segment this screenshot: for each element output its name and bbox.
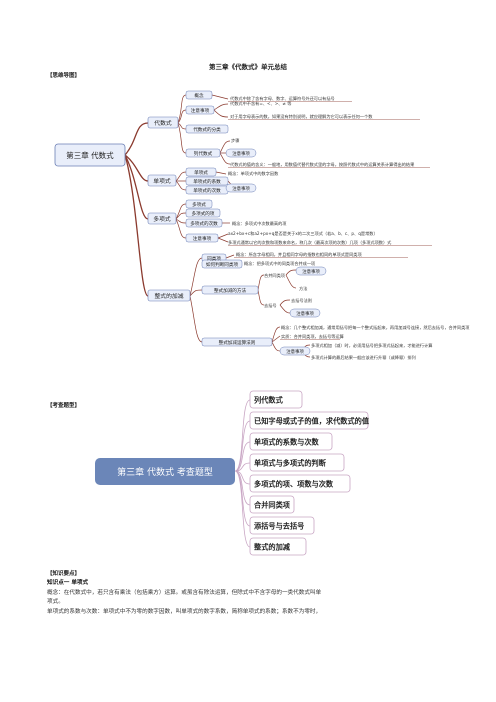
branch-polynomial: 多项式 [153, 215, 171, 223]
leaf-underlines [228, 101, 432, 340]
node-monomial-coefficient: 单项式的系数 [193, 178, 221, 185]
similar-concept: 概念：所含字母相同，并且相同字母的指数也相同的单项式是同类项 [236, 251, 362, 258]
question-type-item: 单项式的系数与次数 [254, 438, 320, 447]
knowledge-line-2: 项式。 [47, 599, 64, 605]
question-type-box [249, 432, 333, 451]
questions-section-label: 【考查题型】 [47, 403, 81, 409]
question-type-box [249, 537, 307, 556]
node-rules: 整式加减运算法则 [219, 339, 256, 346]
write-notes-pill: 注意事项 [232, 150, 250, 157]
node-similar-terms: 同类项 [207, 255, 221, 262]
node-classify: 代数式的分类 [193, 126, 221, 133]
question-type-box [249, 411, 369, 430]
rules-notes-pill: 注意事项 [286, 348, 304, 355]
polynomial-formula: ax2+bx+c和a2+px+q是否是关于x的二次三项式（若a、b、c、p、q是… [228, 230, 378, 237]
node-notes: 注意事项 [191, 107, 210, 114]
question-type-item: 单项式与多项式的判断 [254, 459, 327, 468]
write-step: 步骤 [231, 137, 239, 144]
method-label: 方法 [299, 285, 307, 292]
knowledge-points: 知识点一 单项式 概念：在代数式中，若只含有乘法（包括乘方）运算。或虽含有除法运… [47, 579, 467, 617]
rules-essence: 实质：合并同类项，去括号等运算 [281, 333, 344, 340]
node-polynomial-notes: 注意事项 [193, 235, 212, 242]
rules-note-2: 多项式计算的最后结果一般应该进行升幂（或降幂）排列 [311, 354, 416, 361]
question-type-item: 合并同类项 [253, 501, 291, 510]
node-polynomial-degree: 多项式的次数 [190, 220, 218, 227]
remove-notes-pill: 注意事项 [296, 310, 314, 317]
node-concept: 概念 [194, 92, 204, 99]
concept-text: 代数式中除了含有字母、数字、运算符号外还可以有括号 [230, 95, 335, 102]
mindmap-root-box [54, 143, 126, 167]
rules-note-1: 多项式相加（减）时，必须用括号把多项式括起来，才能进行计算 [311, 342, 432, 349]
questions-connector [234, 462, 251, 472]
question-type-box [249, 453, 345, 472]
mindmap-root: 第三章 代数式 [66, 150, 114, 160]
question-type-item: 添括号与去括号 [254, 522, 304, 531]
polynomial-naming: 多项式通常以它的次数和项数来命名，称几次（最高次项的次数）几项（多项式项数）式 [228, 239, 392, 246]
questions-root: 第三章 代数式 考查题型 [117, 466, 213, 478]
questions-connector [234, 470, 251, 527]
mindmap-connectors [124, 122, 149, 297]
remove-label: 去括号 [264, 302, 277, 309]
branch-monomial: 单项式 [153, 177, 171, 185]
branch-algebraic-expression: 代数式 [154, 119, 172, 127]
polynomial-degree-concept: 概念：多项式中次数最高的项 [232, 220, 287, 227]
knowledge-line-1: 概念：在代数式中，若只含有乘法（包括乘方）运算。或虽含有除法运算，但除式中不含字… [47, 589, 322, 596]
mindmap-branch-boxes [147, 116, 191, 302]
mindmap-node-boxes [185, 90, 273, 347]
mindmap-subconnectors [175, 94, 311, 358]
question-type-box [249, 474, 351, 493]
knowledge-line-3: 单项式的系数与次数：单项式中不为零的数字因数，叫单项式的数字系数，简称单项式的系… [47, 608, 322, 615]
questions-connectors [234, 399, 251, 548]
merge-notes-pill: 注意事项 [302, 268, 320, 275]
question-type-item: 整式的加减 [253, 543, 291, 552]
monomial-concept: 概念：单项式中的数字因数 [228, 170, 279, 177]
node-monomial-degree: 单项式的次数 [193, 187, 221, 194]
remove-rule: 去括号法则 [291, 297, 312, 304]
question-type-box [249, 390, 303, 409]
rules-concept: 概念：几个整式相加减，通常用括号把每一个整式括起来，再用加减号连接，然后去括号，… [281, 324, 470, 331]
monomial-notes-pill: 注意事项 [232, 185, 250, 192]
mindmap-section-label: 【思维导图】 [47, 73, 81, 79]
question-type-box [249, 516, 315, 535]
questions-connector [234, 441, 251, 472]
notes-pills [225, 148, 327, 356]
questions-connector [234, 420, 251, 472]
merge-label: 合并同类项 [264, 272, 286, 279]
question-type-box [249, 495, 295, 514]
knowledge-section-label: 【知识要点】 [47, 571, 81, 577]
page-title: 第三章《代数式》单元总结 [209, 63, 287, 71]
node-write-expression: 列代数式 [194, 150, 213, 157]
node-polynomial: 多项式 [192, 201, 206, 208]
node-method: 整式加减的方法 [214, 287, 247, 294]
value-text: 代数式的值的含义：一般地，用数值代替代数式里的字母，按照代数式中的运算关系计算得… [230, 161, 415, 168]
question-type-item: 已知字母或式子的值，求代数式的值 [254, 417, 370, 426]
question-type-item: 多项式的项、项数与次数 [254, 480, 334, 489]
node-judge-similar: 如何判断同类项 [206, 261, 239, 268]
knowledge-heading: 知识点一 单项式 [47, 580, 89, 586]
node-polynomial-terms: 多项式的项 [192, 210, 215, 217]
note-2: 对于用字母表示的数，如果没有特别说明，就应理解为它可以表示任何一个数 [230, 113, 373, 120]
questions-connector [234, 399, 251, 472]
questions-root-box [95, 458, 235, 485]
note-1: 代数式中不含有=、<、>、≠ 等 [230, 100, 291, 107]
branch-add-subtract: 整式的加减 [155, 292, 184, 300]
questions-connector [234, 470, 251, 548]
node-monomial: 单项式 [194, 169, 208, 176]
question-type-item: 列代数式 [254, 396, 284, 405]
judge-concept: 概念：把多项式中的同类项合并成一项 [244, 260, 316, 267]
